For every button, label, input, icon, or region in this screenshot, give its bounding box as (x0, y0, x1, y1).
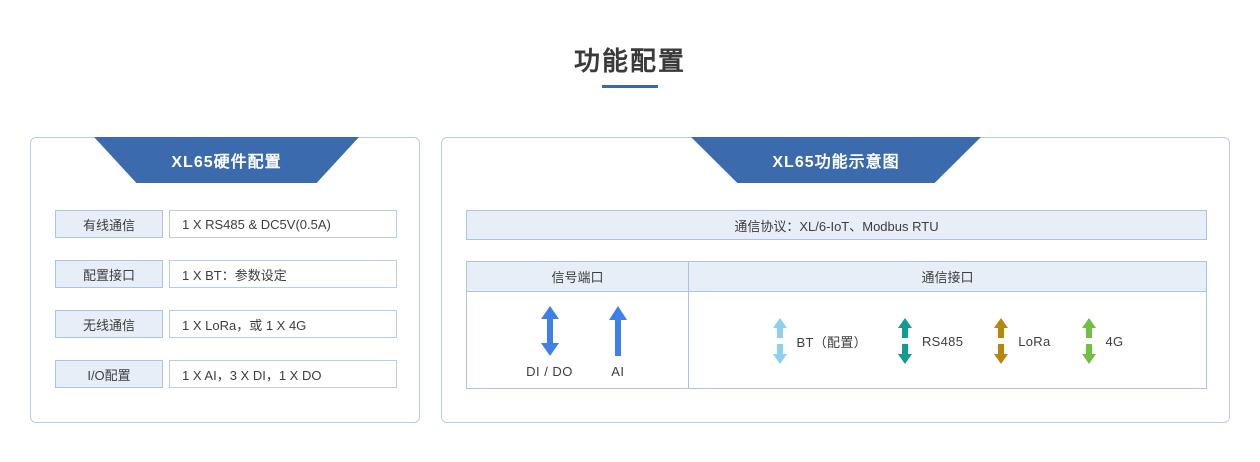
protocol-bar: 通信协议：XL/6-IoT、Modbus RTU (466, 210, 1207, 240)
comm-port-label: LoRa (1018, 333, 1051, 349)
signal-port-ai: AI (607, 305, 629, 379)
page-title: 功能配置 (573, 46, 686, 76)
row-value-wired-comm: 1 X RS485 & DC5V(0.5A) (169, 210, 397, 238)
comm-port-label: RS485 (921, 333, 964, 349)
table-row: 无线通信 1 X LoRa，或 1 X 4G (55, 310, 397, 338)
header-signal-port: 信号端口 (467, 262, 689, 291)
signal-port-di-do: DI / DO (526, 305, 573, 379)
hardware-config-panel: XL65硬件配置 有线通信 1 X RS485 & DC5V(0.5A) 配置接… (30, 137, 420, 423)
comm-port-4g: 4G (1081, 318, 1124, 364)
row-key-wireless-comm: 无线通信 (55, 310, 163, 338)
row-key-wired-comm: 有线通信 (55, 210, 163, 238)
title-underline (602, 85, 658, 88)
hardware-config-banner: XL65硬件配置 (94, 137, 359, 183)
row-key-io-config: I/O配置 (55, 360, 163, 388)
function-diagram-panel: XL65功能示意图 通信协议：XL/6-IoT、Modbus RTU 信号端口 … (441, 137, 1230, 423)
row-key-config-port: 配置接口 (55, 260, 163, 288)
comm-port-label: 4G (1105, 333, 1124, 349)
comm-port-bt: BT（配置） (772, 318, 867, 364)
table-row: 配置接口 1 X BT：参数设定 (55, 260, 397, 288)
row-value-config-port: 1 X BT：参数设定 (169, 260, 397, 288)
comm-port-label: BT（配置） (796, 334, 867, 350)
double-arrow-icon (897, 318, 913, 364)
comm-port-cell: BT（配置） RS485 (689, 292, 1206, 388)
signal-port-label: DI / DO (526, 363, 573, 379)
comm-port-rs485: RS485 (897, 318, 963, 364)
double-arrow-icon (993, 318, 1009, 364)
diagram-table-body: DI / DO AI (467, 292, 1206, 388)
double-arrow-icon (539, 305, 561, 356)
table-row: 有线通信 1 X RS485 & DC5V(0.5A) (55, 210, 397, 238)
function-diagram-banner: XL65功能示意图 (691, 137, 981, 183)
signal-port-cell: DI / DO AI (467, 292, 689, 388)
diagram-table: 信号端口 通信接口 DI / DO (466, 261, 1207, 389)
table-row: I/O配置 1 X AI，3 X DI，1 X DO (55, 360, 397, 388)
signal-port-label: AI (611, 363, 625, 379)
up-arrow-icon (607, 305, 629, 356)
row-value-wireless-comm: 1 X LoRa，或 1 X 4G (169, 310, 397, 338)
hardware-config-rows: 有线通信 1 X RS485 & DC5V(0.5A) 配置接口 1 X BT：… (55, 210, 397, 388)
page-header: 功能配置 (0, 44, 1260, 88)
double-arrow-icon (772, 318, 788, 364)
double-arrow-icon (1081, 318, 1097, 364)
comm-port-lora: LoRa (993, 318, 1050, 364)
row-value-io-config: 1 X AI，3 X DI，1 X DO (169, 360, 397, 388)
header-comm-port: 通信接口 (921, 270, 974, 285)
diagram-table-header: 信号端口 通信接口 (467, 262, 1206, 292)
